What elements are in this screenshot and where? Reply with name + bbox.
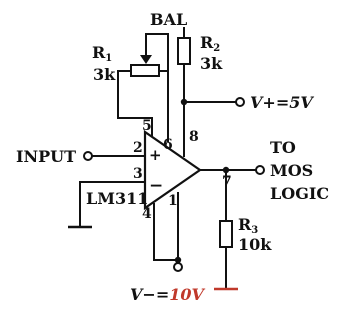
r1-potentiometer (130, 64, 160, 77)
minus-sign: − (149, 176, 163, 196)
logic-label: LOGIC (270, 184, 329, 203)
pin-number-1: 1 (168, 193, 178, 209)
pin-number-8: 8 (189, 129, 199, 145)
mos-label: MOS (270, 161, 313, 180)
to-label: TO (270, 138, 296, 157)
r2-label: R2 (200, 33, 220, 54)
r3-value: 10k (238, 235, 272, 254)
r2-resistor (177, 37, 191, 65)
chip-label: LM311 (86, 189, 148, 208)
pin3-wire (79, 181, 146, 227)
plus-sign: + (149, 146, 162, 164)
vminus-junction (174, 256, 182, 264)
pin4-wire (153, 203, 179, 261)
r3-resistor (219, 220, 233, 248)
r2-value: 3k (200, 54, 223, 73)
vminus-value: 10V (169, 285, 205, 304)
comparator-triangle (143, 129, 202, 211)
wiper-arrow-icon (140, 55, 152, 64)
vplus-label: V+=5V (250, 93, 314, 112)
vminus-label: V−=10V (130, 285, 206, 304)
pin-number-4: 4 (142, 206, 152, 222)
bal-label: BAL (150, 10, 187, 29)
r1-value: 3k (93, 65, 116, 84)
pin-number-3: 3 (133, 166, 143, 182)
vminus-terminal (173, 262, 183, 272)
bal-wiper-wire (145, 33, 169, 72)
input-terminal (83, 151, 93, 161)
input-label: INPUT (16, 147, 76, 166)
r3-label: R3 (238, 215, 258, 236)
vplus-terminal (235, 97, 245, 107)
pin5-wire (117, 70, 153, 136)
r1-label: R1 (92, 43, 112, 64)
pin-number-5: 5 (142, 118, 152, 134)
output-terminal (255, 165, 265, 175)
pin-number-2: 2 (133, 140, 143, 156)
pin-number-6: 6 (163, 137, 173, 153)
pin-number-7: 7 (222, 174, 232, 190)
